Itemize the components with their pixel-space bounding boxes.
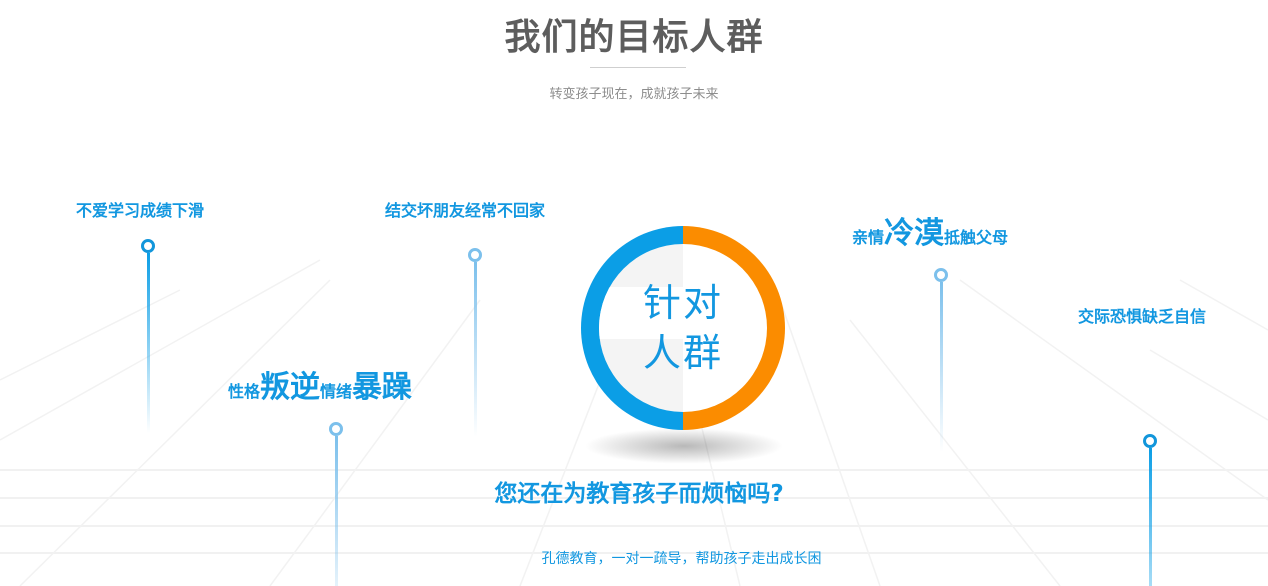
- problem-label-study: 不爱学习成绩下滑: [76, 201, 205, 220]
- badge-text: 针对 人群: [581, 278, 785, 378]
- problem-label-social: 交际恐惧缺乏自信: [1078, 307, 1207, 326]
- pin-circle-icon: [934, 268, 948, 282]
- pin-marker-friends: [467, 248, 483, 437]
- pin-stem: [473, 262, 477, 437]
- label-emphasis: 暴躁: [352, 370, 413, 405]
- label-part: 亲情: [852, 228, 885, 247]
- problem-label-family: 亲情冷漠抵触父母: [852, 208, 1008, 252]
- pin-circle-icon: [468, 248, 482, 262]
- label-part: 情绪: [320, 382, 353, 401]
- pin-circle-icon: [1143, 434, 1157, 448]
- page-subtitle: 转变孩子现在，成就孩子未来: [549, 87, 719, 102]
- pin-circle-icon: [141, 239, 155, 253]
- badge-inner: [599, 244, 767, 412]
- target-group-badge: 针对 人群: [581, 226, 785, 430]
- pin-circle-icon: [329, 422, 343, 436]
- tagline: 孔德教育，一对一疏导，帮助孩子走出成长困: [541, 551, 822, 567]
- badge-line-2: 人群: [642, 331, 723, 375]
- problem-label-friends: 结交坏朋友经常不回家: [385, 201, 546, 220]
- pin-marker-rebellious: [328, 422, 344, 586]
- pin-marker-social: [1142, 434, 1158, 586]
- label-part: 抵触父母: [944, 228, 1009, 247]
- pin-marker-family: [933, 268, 949, 452]
- title-divider: [590, 67, 686, 68]
- badge-shadow: [584, 428, 784, 464]
- pin-marker-study: [140, 239, 156, 433]
- pin-stem: [939, 282, 943, 452]
- label-part: 性格: [228, 382, 261, 401]
- badge-line-1: 针对: [642, 281, 723, 325]
- page-title: 我们的目标人群: [504, 17, 764, 58]
- label-emphasis: 叛逆: [260, 370, 321, 405]
- pin-stem: [146, 253, 150, 433]
- label-emphasis: 冷漠: [884, 216, 945, 251]
- problem-label-rebellious: 性格叛逆情绪暴躁: [228, 362, 412, 406]
- headline-question: 您还在为教育孩子而烦恼吗?: [494, 481, 784, 507]
- pin-stem: [1148, 448, 1152, 586]
- pin-stem: [334, 436, 338, 586]
